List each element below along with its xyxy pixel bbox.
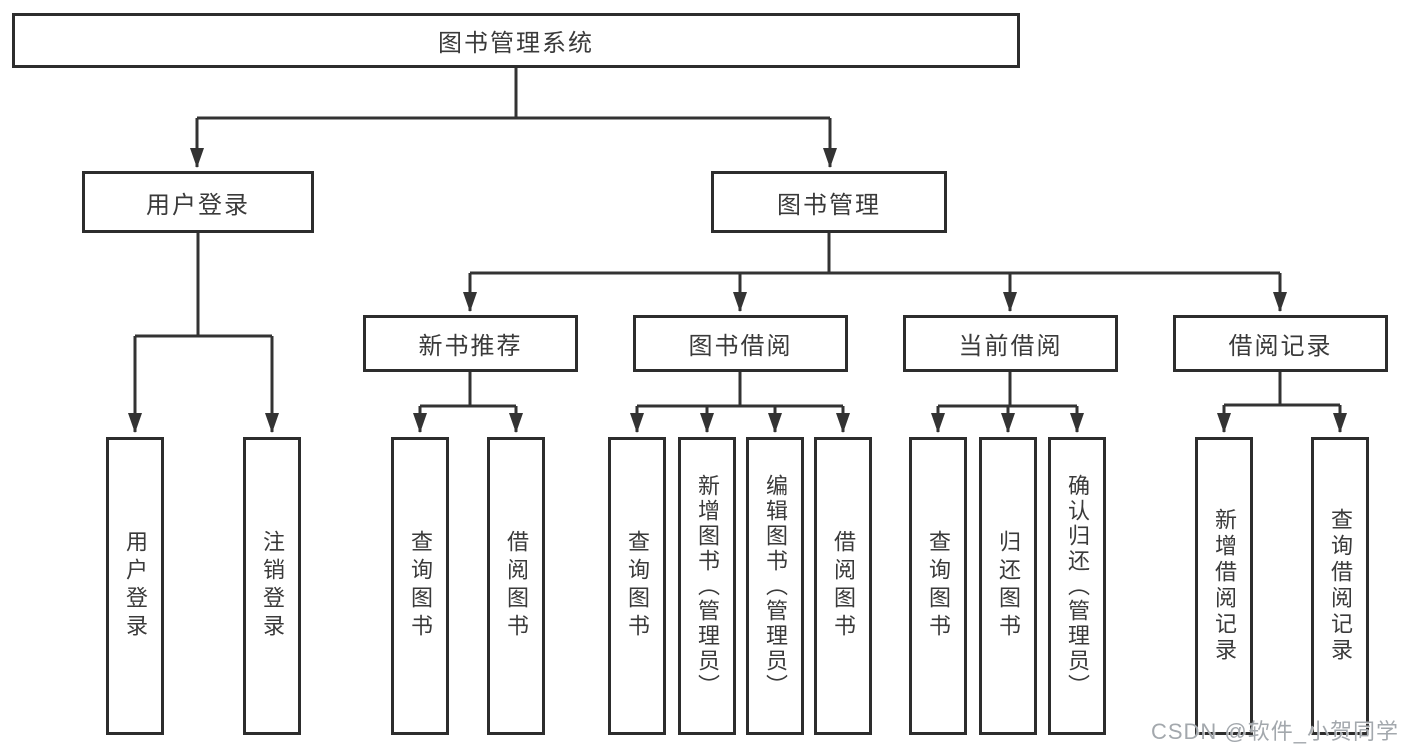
node-book-management: 图书管理 [711, 171, 947, 233]
node-new-book-recommend: 新书推荐 [363, 315, 578, 372]
leaf-logout-login: 注销登录 [243, 437, 301, 735]
node-root-system: 图书管理系统 [12, 13, 1020, 68]
node-user-login: 用户登录 [82, 171, 314, 233]
leaf-add-books-admin: 新增图书（管理员） [678, 437, 736, 735]
leaf-user-login: 用户登录 [106, 437, 164, 735]
leaf-borrow-books-recommend: 借阅图书 [487, 437, 545, 735]
leaf-return-books: 归还图书 [979, 437, 1037, 735]
node-borrow-records: 借阅记录 [1173, 315, 1388, 372]
leaf-confirm-return-admin: 确认归还（管理员） [1048, 437, 1106, 735]
node-book-borrow: 图书借阅 [633, 315, 848, 372]
leaf-borrow-books: 借阅图书 [814, 437, 872, 735]
leaf-edit-books-admin: 编辑图书（管理员） [746, 437, 804, 735]
leaf-query-books-borrow: 查询图书 [608, 437, 666, 735]
leaf-add-borrow-record: 新增借阅记录 [1195, 437, 1253, 735]
leaf-query-books-recommend: 查询图书 [391, 437, 449, 735]
csdn-watermark: CSDN @软件_小贺同学 [1150, 719, 1399, 744]
leaf-query-borrow-record: 查询借阅记录 [1311, 437, 1369, 735]
node-current-borrow: 当前借阅 [903, 315, 1118, 372]
leaf-query-books-current: 查询图书 [909, 437, 967, 735]
